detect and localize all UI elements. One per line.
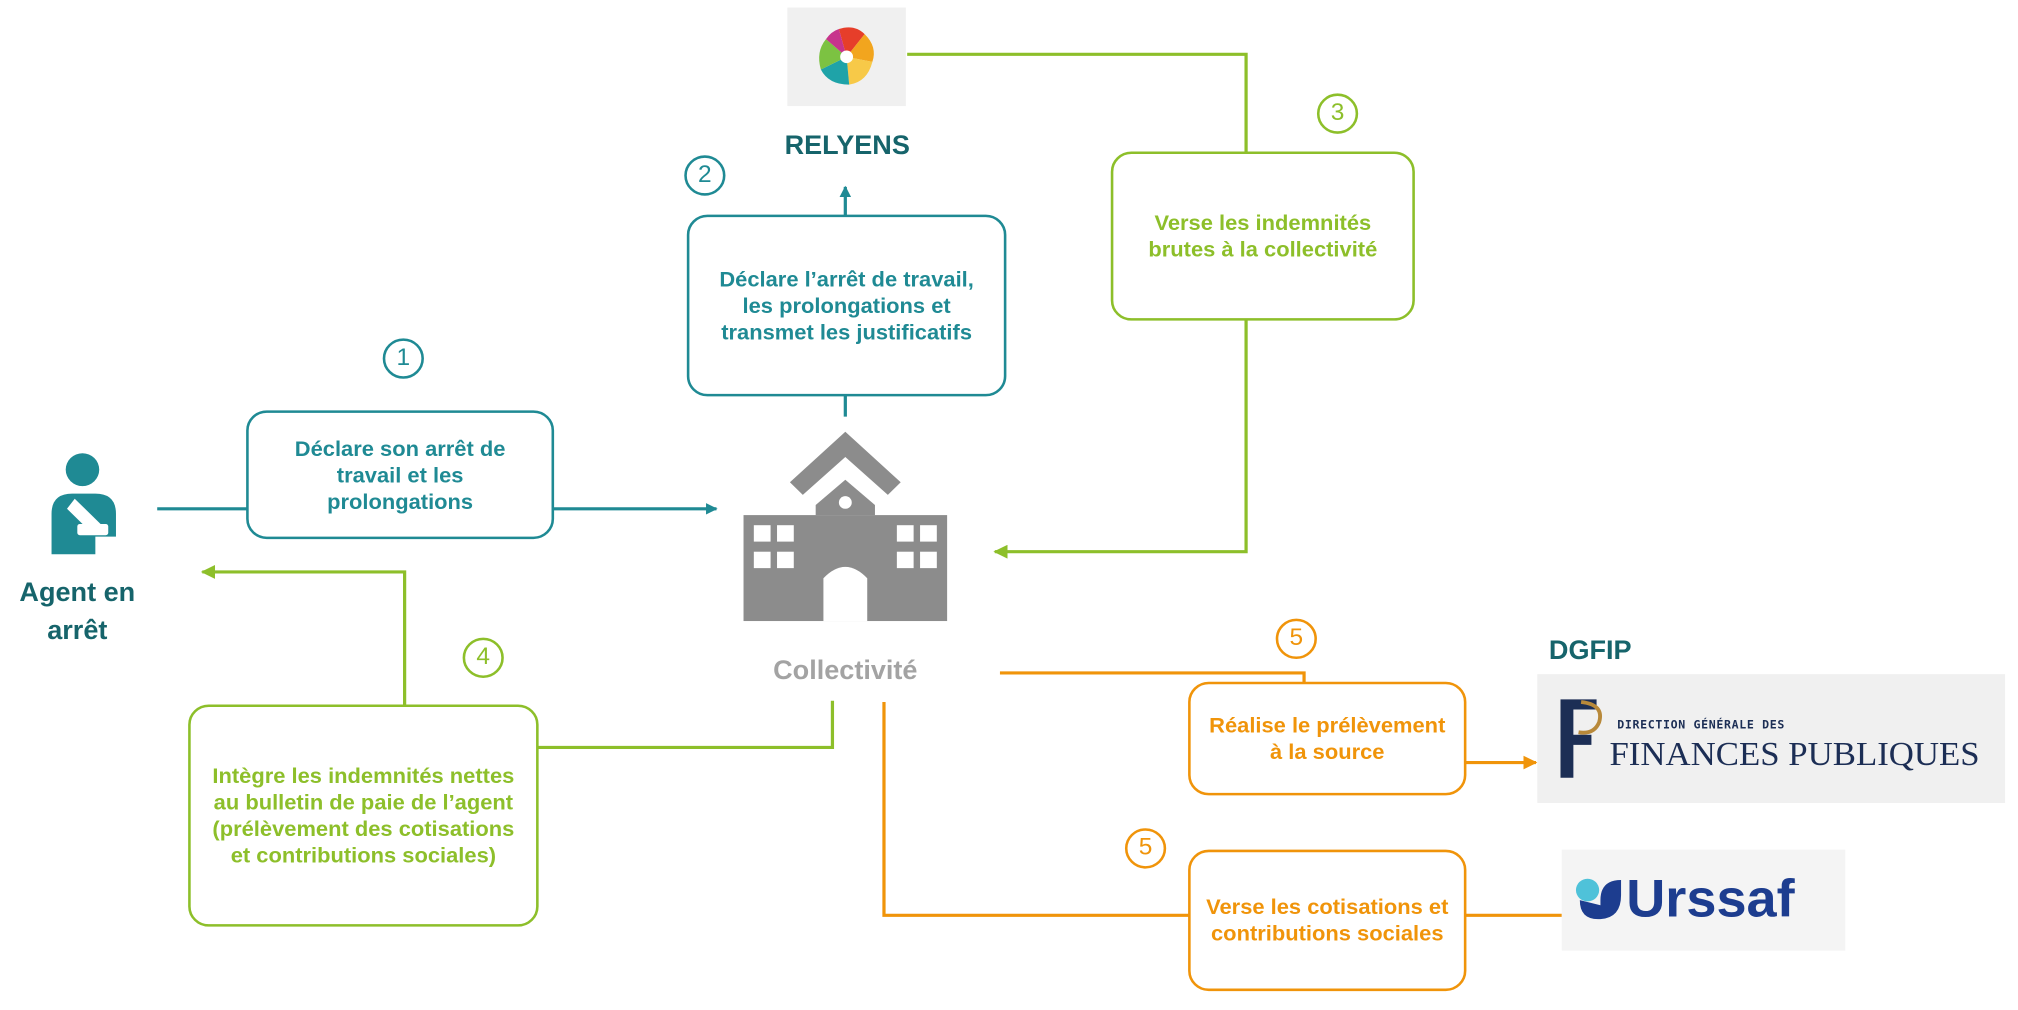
dgfip-logo: DIRECTION GÉNÉRALE DES FINANCES PUBLIQUE… xyxy=(1537,674,2006,803)
dgfip-logo-small-text: DIRECTION GÉNÉRALE DES xyxy=(1617,719,1785,733)
urssaf-logo: Urssaf xyxy=(1561,849,1846,951)
agent-icon xyxy=(36,448,126,555)
step-3-box: Verse les indemnités brutes à la collect… xyxy=(1110,151,1415,321)
step-5b-number: 5 xyxy=(1124,828,1167,869)
agent-label: Agent en arrêt xyxy=(19,578,136,646)
step-4-box: Intègre les indemnités nettes au bulleti… xyxy=(188,704,539,927)
step-5-box: Réalise le prélèvement à la source xyxy=(1188,681,1467,796)
step-5b-box: Verse les cotisations et contributions s… xyxy=(1188,849,1467,992)
town-hall-building-icon xyxy=(736,429,955,622)
relyens-label: RELYENS xyxy=(784,131,910,161)
collectivite-label: Collectivité xyxy=(773,656,918,686)
step-1-number: 1 xyxy=(382,338,424,379)
step-5-number: 5 xyxy=(1275,618,1317,660)
urssaf-logo-text: Urssaf xyxy=(1626,868,1795,928)
dgfip-logo-big-text: FINANCES PUBLIQUES xyxy=(1609,734,1980,773)
step-2-box: Déclare l’arrêt de travail, les prolonga… xyxy=(686,214,1007,397)
step-4-number: 4 xyxy=(462,637,504,678)
step-3-number: 3 xyxy=(1316,93,1359,134)
step-2-number: 2 xyxy=(684,155,726,196)
step-1-box: Déclare son arrêt de travail et les prol… xyxy=(246,410,555,540)
relyens-logo xyxy=(787,7,906,107)
dgfip-label: DGFIP xyxy=(1548,636,1632,666)
